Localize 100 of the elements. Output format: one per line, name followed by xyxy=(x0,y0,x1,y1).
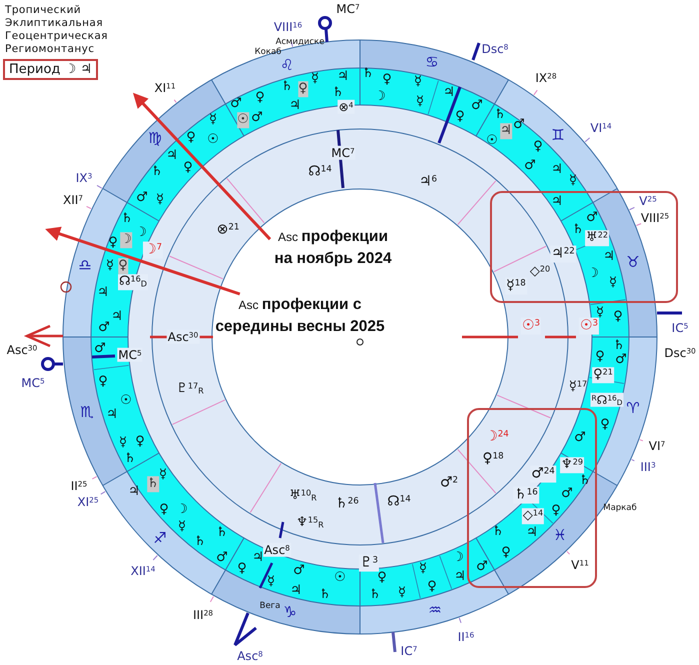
planet-symbol: ♂ xyxy=(574,430,586,446)
planet-symbol: ♂ xyxy=(216,550,228,566)
house-cusp-label: VI$^{7}$ xyxy=(648,438,666,454)
planet-position-label: ⊗$^{21}$ xyxy=(216,222,240,238)
planet-symbol: ♂ xyxy=(230,96,242,112)
zodiac-sign-symbol: ♌ xyxy=(280,56,294,74)
planet-symbol: ☿ xyxy=(596,305,604,320)
house-cusp-label: VIII$^{25}$ xyxy=(640,210,670,226)
angle-label: MC$^{5}$ xyxy=(21,376,45,390)
planet-symbol: ♃ xyxy=(111,309,123,325)
planet-symbol: ♀ xyxy=(298,81,308,97)
planet-symbol: ♂ xyxy=(476,559,488,575)
chart-setting-text: Региомонтанус xyxy=(5,43,94,56)
zodiac-sign-symbol: ♒ xyxy=(428,601,442,619)
angle-label: Asc$^{8}$ xyxy=(237,648,263,664)
planet-symbol: ♃ xyxy=(128,484,140,500)
planet-symbol: ☿ xyxy=(398,585,406,601)
house-cusp-label: VI$^{14}$ xyxy=(590,120,612,136)
planet-symbol: ♂ xyxy=(136,190,148,206)
zodiac-sign-symbol: ♑ xyxy=(283,603,297,621)
planet-symbol: ♃ xyxy=(526,525,538,541)
zodiac-sign-symbol: ♈ xyxy=(626,399,640,417)
planet-symbol: ♃ xyxy=(289,98,301,114)
star-name: Вега xyxy=(260,600,280,612)
planet-symbol: ☉ xyxy=(237,112,249,128)
planet-position-label: ♅$^{22}$ xyxy=(585,230,609,246)
period-tag: Период ☽ ♃ xyxy=(3,59,98,80)
planet-symbol: ♃ xyxy=(551,162,563,178)
planet-symbol: ♄ xyxy=(194,534,206,550)
planet-position-label: ♂$^{24}$ xyxy=(530,466,556,482)
planet-symbol: ☉ xyxy=(486,133,498,149)
planet-symbol: ♄ xyxy=(332,85,344,101)
planet-position-label: ◇$^{14}$ xyxy=(522,508,544,524)
planet-symbol: ♀ xyxy=(377,570,387,586)
planet-symbol: ♄ xyxy=(362,66,374,82)
annotation-text: Asc профекции с середины весны 2025 xyxy=(214,294,386,338)
planet-symbol: ♄ xyxy=(281,79,293,95)
planet-position-label: ☉$^{3}$ xyxy=(520,318,542,334)
planet-symbol: ☿ xyxy=(209,112,217,128)
planet-symbol: ♃ xyxy=(454,569,466,585)
house-cusp-label: V$^{25}$ xyxy=(639,194,657,208)
angle-label: Dsc$^{30}$ xyxy=(664,346,696,360)
planet-position-label: ♄$^{16}$ xyxy=(513,486,539,504)
planet-symbol: ☉ xyxy=(120,393,132,409)
planet-symbol: ♃ xyxy=(443,85,455,101)
planet-position-label: ♆$^{29}$ xyxy=(560,457,584,473)
house-cusp-label: II$^{25}$ xyxy=(70,478,88,494)
planet-symbol: ♀ xyxy=(595,349,605,365)
house-cusp-label: IX$^{3}$ xyxy=(76,170,92,186)
planet-symbol: ♃ xyxy=(97,285,109,301)
house-cusp-label: II$^{16}$ xyxy=(458,630,474,644)
planet-symbol: ☿ xyxy=(609,275,617,291)
planet-position-label: ♇$^{3}$ xyxy=(358,554,380,572)
planet-symbol: ♂ xyxy=(524,158,536,174)
planet-position-label: ⊗$^{4}$ xyxy=(338,100,354,114)
planet-symbol: ☉ xyxy=(334,570,346,586)
planet-symbol: ♀ xyxy=(237,561,247,577)
zodiac-sign-symbol: ♏ xyxy=(80,403,94,421)
zodiac-sign-symbol: ♊ xyxy=(551,126,565,144)
planet-symbol: ♀ xyxy=(186,130,196,146)
planet-symbol: ☿ xyxy=(311,71,319,87)
planet-symbol: ♀ xyxy=(427,579,437,595)
planet-symbol: ♄ xyxy=(492,524,504,540)
angle-label: MC$^{7}$ xyxy=(336,2,360,16)
highlight-frame xyxy=(490,191,678,303)
house-cusp-label: XII$^{7}$ xyxy=(62,192,84,208)
planet-symbol: ☽ xyxy=(120,232,132,248)
planet-symbol: ♃ xyxy=(252,550,264,566)
planet-symbol: ♄ xyxy=(579,473,591,489)
angle-label: IC$^{5}$ xyxy=(672,320,688,336)
house-cusp-label: IX$^{28}$ xyxy=(535,70,557,86)
planet-symbol: ☽ xyxy=(176,502,188,518)
planet-symbol: ♀ xyxy=(600,417,610,433)
planet-symbol: ☿ xyxy=(159,467,167,483)
planet-symbol: ♄ xyxy=(319,587,331,603)
angle-label: IC$^{7}$ xyxy=(400,644,418,658)
planet-symbol: ♀ xyxy=(501,545,511,561)
planet-symbol: ♀ xyxy=(98,374,108,390)
zodiac-sign-symbol: ♎ xyxy=(78,256,92,274)
zodiac-sign-symbol: ♐ xyxy=(153,529,167,547)
planet-symbol: ☿ xyxy=(414,74,422,90)
house-cusp-label: III$^{3}$ xyxy=(640,460,656,474)
angle-label: MC$^{7}$ xyxy=(330,146,356,160)
planet-position-label: ☽$^{7}$ xyxy=(142,242,164,258)
angle-label: Dsc$^{8}$ xyxy=(482,42,508,56)
planet-symbol: ♀ xyxy=(613,309,623,325)
planet-symbol: ♃ xyxy=(337,69,349,85)
planet-position-label: ♃$^{22}$ xyxy=(550,246,576,262)
planet-symbol: ♂ xyxy=(586,210,598,226)
planet-symbol: ☽ xyxy=(374,89,386,105)
planet-position-label: ☿$^{17}$ xyxy=(568,379,588,395)
arrow xyxy=(45,226,240,296)
planet-symbol: ♄ xyxy=(572,222,584,238)
planet-symbol: ♃ xyxy=(500,123,512,139)
planet-symbol: ♃ xyxy=(603,249,615,265)
planet-symbol: ☉ xyxy=(207,132,219,148)
star-name: Маркаб xyxy=(603,502,637,514)
annotation-text: Asc профекции на ноябрь 2024 xyxy=(270,226,396,270)
planet-symbol: ♄ xyxy=(147,476,159,492)
planet-position-label: ♀$^{18}$ xyxy=(482,450,504,468)
